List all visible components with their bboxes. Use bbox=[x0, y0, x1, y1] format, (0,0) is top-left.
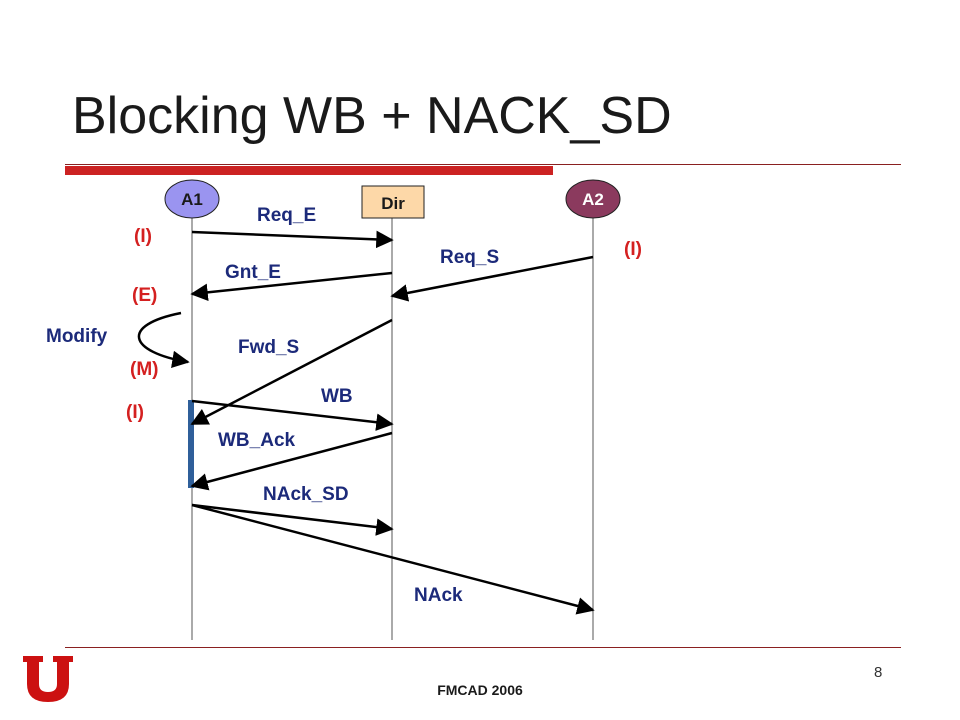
footer-rule bbox=[65, 647, 901, 648]
node-dir: Dir bbox=[361, 185, 425, 219]
label-wb-ack: WB_Ack bbox=[218, 430, 296, 451]
node-a1: A1 bbox=[164, 179, 220, 219]
node-a1-label: A1 bbox=[181, 190, 203, 209]
label-wb: WB bbox=[321, 386, 353, 407]
arrow-gnt-e bbox=[190, 271, 393, 302]
footer-text: FMCAD 2006 bbox=[437, 682, 523, 698]
state-a1-exclusive: (E) bbox=[132, 285, 157, 306]
state-a2-initial: (I) bbox=[624, 239, 642, 260]
arrow-wb bbox=[191, 399, 394, 431]
state-a1-modified: (M) bbox=[130, 359, 158, 380]
arrow-wb-ack bbox=[190, 431, 393, 491]
label-nack-sd: NAck_SD bbox=[263, 484, 349, 505]
label-nack: NAck bbox=[414, 585, 463, 606]
modify-curve-arrow bbox=[137, 311, 190, 369]
arrow-req-e bbox=[191, 230, 394, 249]
title-underline bbox=[65, 164, 901, 165]
slide-title: Blocking WB + NACK_SD bbox=[72, 87, 672, 145]
label-modify: Modify bbox=[46, 326, 108, 347]
state-a1-initial: (I) bbox=[134, 226, 152, 247]
label-fwd-s: Fwd_S bbox=[238, 337, 299, 358]
arrow-nack bbox=[191, 503, 595, 615]
state-a1-invalid: (I) bbox=[126, 402, 144, 423]
page-number: 8 bbox=[874, 664, 883, 681]
label-gnt-e: Gnt_E bbox=[225, 262, 281, 283]
blocking-bar bbox=[188, 400, 194, 488]
title-accent-bar bbox=[65, 166, 553, 175]
node-dir-label: Dir bbox=[381, 194, 405, 213]
node-a2: A2 bbox=[565, 179, 621, 219]
node-a2-label: A2 bbox=[582, 190, 604, 209]
university-logo-icon bbox=[23, 656, 73, 702]
arrow-fwd-s bbox=[190, 318, 393, 426]
label-req-s: Req_S bbox=[440, 247, 499, 268]
arrow-nack-sd bbox=[191, 503, 394, 536]
arrow-req-s bbox=[390, 255, 594, 302]
label-req-e: Req_E bbox=[257, 205, 316, 226]
